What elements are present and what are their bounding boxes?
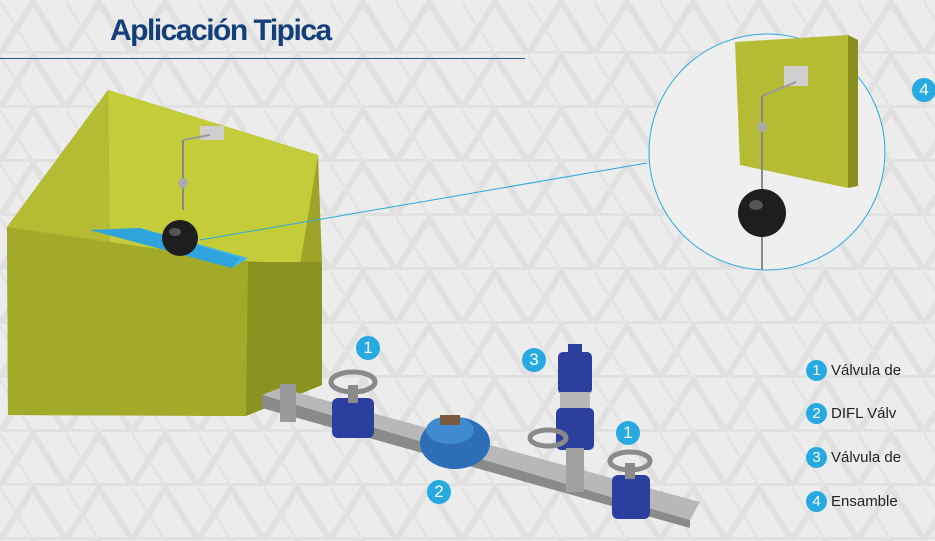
legend-label: Válvula de	[831, 362, 902, 379]
detail-zoom-circle	[648, 33, 886, 271]
page-title: Aplicación Tipica	[110, 14, 332, 47]
callout-difl-valve: 2	[427, 480, 451, 504]
title-underline	[0, 58, 525, 59]
legend-badge: 1	[806, 360, 827, 381]
callout-valve-left: 1	[356, 336, 380, 360]
gate-valve-right	[612, 475, 650, 519]
gate-valve-left	[332, 398, 374, 438]
callout-relief-valve: 3	[522, 348, 546, 372]
callout-float-assembly: 4	[912, 78, 935, 102]
relief-valve	[558, 352, 592, 394]
zoom-connector-line	[199, 162, 648, 241]
float-assembly	[162, 126, 224, 256]
legend-badge: 3	[806, 447, 827, 468]
water-tank	[7, 90, 322, 416]
legend-badge: 2	[806, 403, 827, 424]
callout-valve-right: 1	[616, 421, 640, 445]
pipeline	[262, 344, 700, 528]
legend-label: Válvula de	[831, 449, 902, 466]
legend-badge: 4	[806, 491, 827, 512]
legend-label: Ensamble	[831, 493, 898, 510]
legend-label: DIFL Válv	[831, 405, 897, 422]
